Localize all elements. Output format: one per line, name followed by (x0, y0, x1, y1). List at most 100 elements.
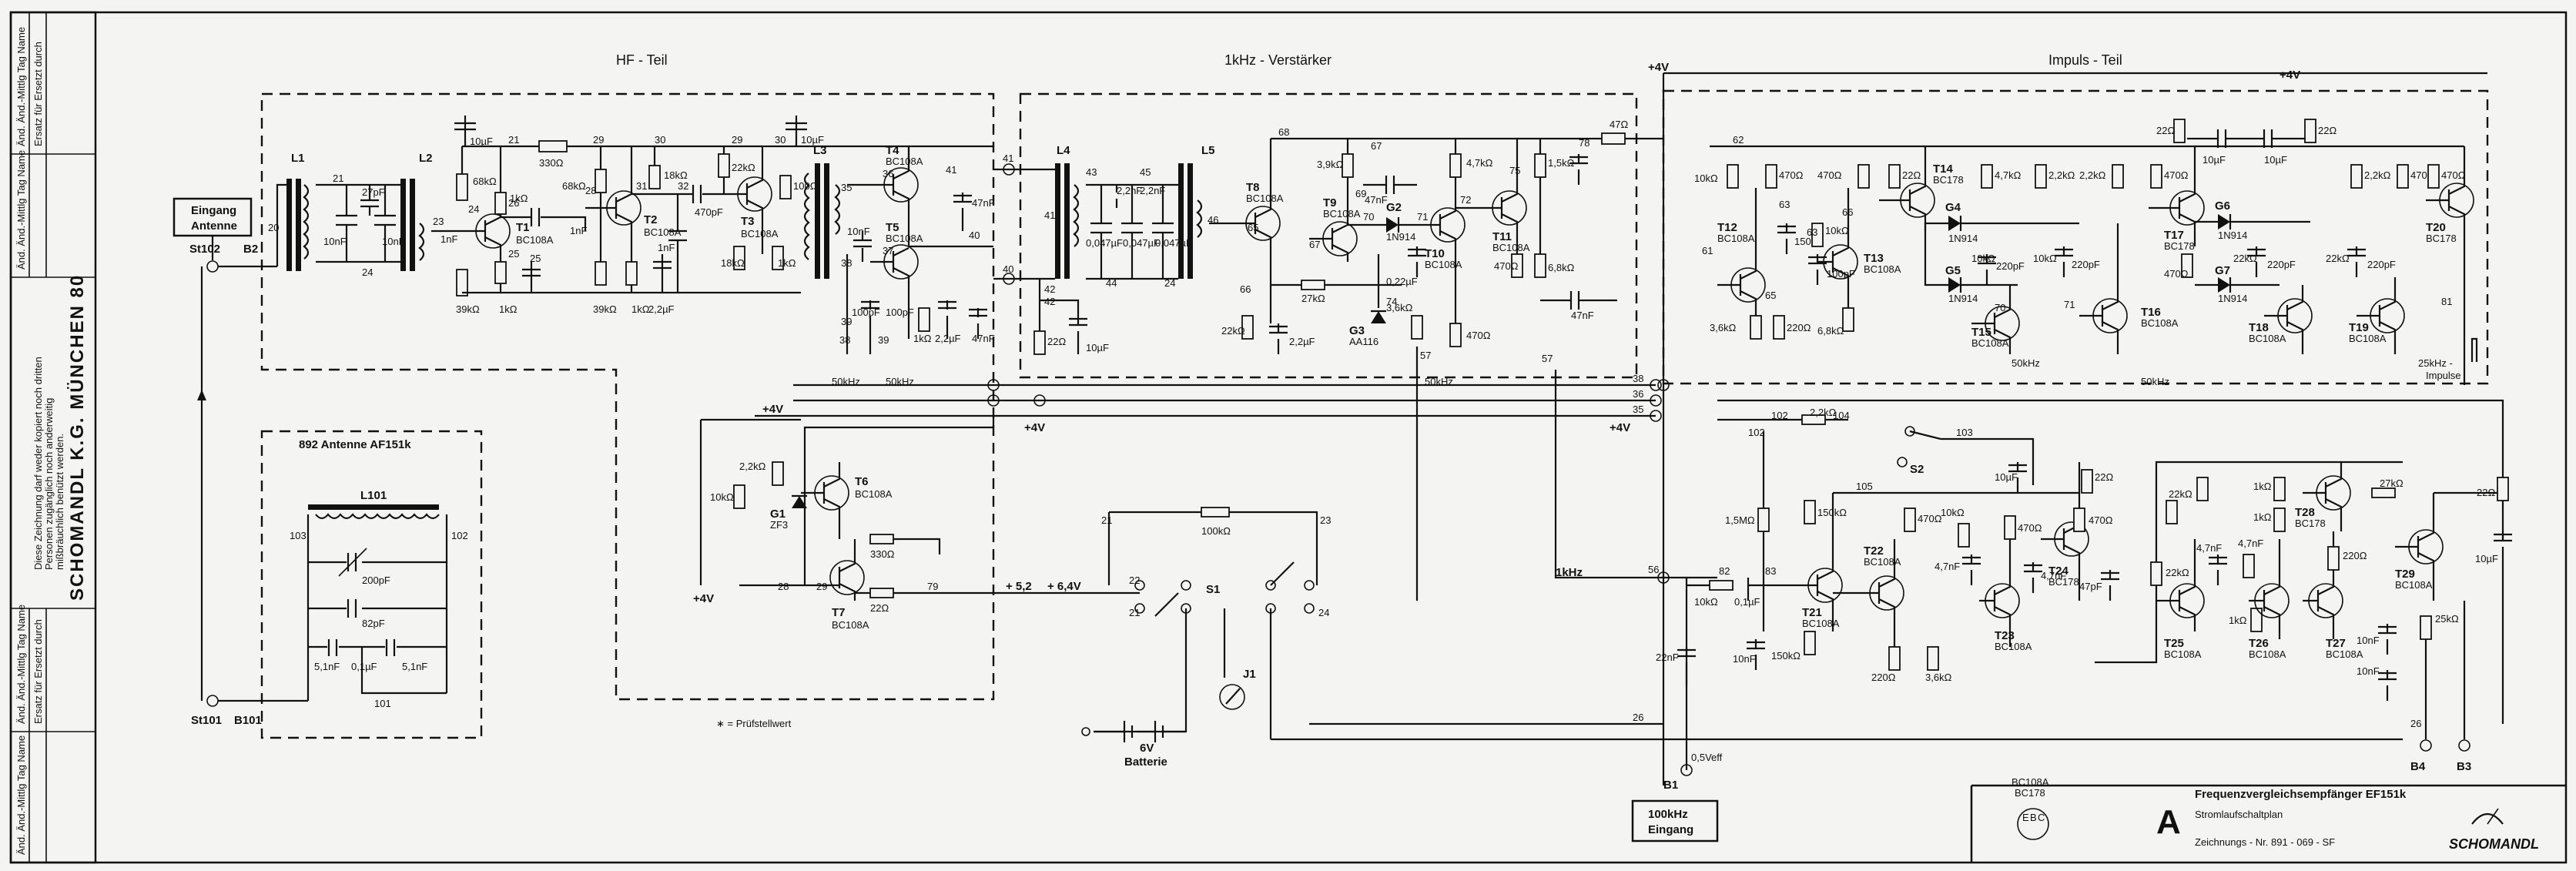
svg-text:38: 38 (839, 334, 850, 346)
svg-text:26: 26 (2410, 718, 2421, 729)
svg-text:1kΩ: 1kΩ (778, 257, 796, 269)
svg-text:T14: T14 (1933, 162, 1954, 176)
svg-text:BC108A: BC108A (886, 233, 923, 244)
svg-text:39kΩ: 39kΩ (593, 303, 617, 315)
svg-text:23: 23 (433, 216, 444, 227)
svg-text:22Ω: 22Ω (1902, 169, 1921, 181)
svg-text:2,2kΩ: 2,2kΩ (2079, 169, 2106, 181)
svg-text:L3: L3 (813, 144, 827, 157)
svg-text:23: 23 (1320, 514, 1331, 526)
svg-text:10µF: 10µF (2202, 154, 2226, 166)
svg-text:104: 104 (1833, 410, 1850, 421)
svg-text:B4: B4 (2410, 760, 2426, 773)
svg-text:BC108A: BC108A (1802, 618, 1840, 629)
svg-text:T13: T13 (1864, 252, 1884, 265)
svg-text:BC108A: BC108A (1995, 641, 2032, 652)
svg-text:22kΩ: 22kΩ (1221, 325, 1245, 337)
svg-text:470Ω: 470Ω (1466, 330, 1491, 341)
svg-text:1kΩ: 1kΩ (913, 333, 932, 344)
svg-text:2,2kΩ: 2,2kΩ (739, 461, 766, 472)
rev-sub-1: Ersatz für Ersetzt durch (32, 42, 44, 146)
svg-text:39: 39 (878, 334, 889, 346)
svg-text:24: 24 (468, 203, 479, 215)
svg-text:82: 82 (1719, 565, 1730, 577)
svg-text:BC108A: BC108A (1971, 337, 2009, 349)
svg-text:BC108A: BC108A (1425, 259, 1462, 270)
svg-text:470pF: 470pF (695, 206, 723, 218)
khz-amplifier-circuit: 41 40 L4 41 42 0,047µF 0,047µF 0,047µF 2… (993, 119, 1663, 387)
st102-label: St102 (189, 243, 220, 256)
svg-text:BC108A: BC108A (1323, 208, 1361, 219)
svg-text:ZF3: ZF3 (770, 519, 788, 531)
svg-text:1N914: 1N914 (1386, 231, 1415, 243)
svg-text:220Ω: 220Ω (1871, 672, 1896, 683)
svg-text:71: 71 (1417, 211, 1428, 223)
svg-text:3,6kΩ: 3,6kΩ (1710, 322, 1737, 333)
svg-text:0,1µF: 0,1µF (1734, 596, 1760, 608)
svg-text:22Ω: 22Ω (2156, 125, 2175, 136)
svg-text:0,047µF: 0,047µF (1086, 237, 1123, 249)
svg-text:A: A (2156, 803, 2181, 841)
svg-text:63: 63 (1807, 226, 1817, 238)
svg-text:40: 40 (969, 229, 980, 241)
svg-text:220Ω: 220Ω (2343, 550, 2367, 561)
notice-line-1: Diese Zeichnung darf weder kopiert noch … (32, 357, 44, 570)
svg-text:105: 105 (1856, 481, 1873, 492)
svg-text:1kΩ: 1kΩ (2253, 511, 2272, 523)
svg-text:83: 83 (1765, 565, 1776, 577)
svg-text:S1: S1 (1206, 583, 1220, 596)
svg-text:47nF: 47nF (1571, 310, 1594, 321)
svg-text:36: 36 (1633, 388, 1643, 400)
svg-text:100Ω: 100Ω (793, 180, 818, 192)
svg-text:32: 32 (678, 180, 688, 192)
svg-text:L5: L5 (1201, 144, 1215, 157)
svg-text:65: 65 (1765, 290, 1776, 301)
svg-text:330Ω: 330Ω (539, 157, 564, 169)
switch-s1-circuit: 100kΩ 21 23 S1 22 21 24 J1 6V Batterie (1081, 507, 1331, 769)
svg-text:2,2kΩ: 2,2kΩ (2364, 169, 2391, 181)
svg-text:22kΩ: 22kΩ (2326, 253, 2350, 264)
notice-line-2: Personen zugänglich noch anderweitig (43, 398, 55, 570)
svg-text:T3: T3 (741, 215, 755, 228)
svg-text:10nF: 10nF (2357, 635, 2380, 646)
svg-text:10kΩ: 10kΩ (1694, 596, 1718, 608)
svg-text:0,22µF: 0,22µF (1386, 276, 1418, 287)
svg-text:T20: T20 (2426, 221, 2446, 234)
svg-text:470Ω: 470Ω (2164, 169, 2189, 181)
svg-text:1N914: 1N914 (1948, 233, 1978, 244)
svg-text:28: 28 (778, 581, 789, 592)
svg-text:T26: T26 (2249, 637, 2269, 650)
notice-line-3: mißbräuchlich benützt werden. (54, 434, 65, 570)
svg-text:B1: B1 (1663, 779, 1678, 792)
company-name: SCHOMANDL K.G. MÜNCHEN 80 (67, 274, 88, 601)
svg-text:330Ω: 330Ω (870, 548, 895, 560)
svg-text:5,1nF: 5,1nF (314, 661, 340, 672)
svg-text:B: B (2030, 812, 2037, 823)
svg-text:22kΩ: 22kΩ (2166, 567, 2189, 578)
svg-text:65: 65 (1248, 222, 1258, 233)
section-title-impuls: Impuls - Teil (2048, 52, 2122, 68)
svg-text:56: 56 (1648, 564, 1659, 575)
section-title-hf: HF - Teil (616, 52, 668, 68)
svg-text:470Ω: 470Ω (1779, 169, 1804, 181)
rev-header-4: Änd. Änd.-Mittlg Tag Name (15, 735, 27, 855)
svg-text:31: 31 (636, 180, 647, 192)
svg-text:10kΩ: 10kΩ (2033, 253, 2057, 264)
svg-text:22kΩ: 22kΩ (2169, 488, 2192, 500)
svg-text:43: 43 (1086, 166, 1097, 178)
svg-text:T15: T15 (1971, 326, 1991, 339)
svg-text:220pF: 220pF (1996, 260, 2025, 272)
svg-text:BC108A: BC108A (1717, 233, 1755, 244)
svg-text:+4V: +4V (2280, 69, 2300, 82)
svg-text:T11: T11 (1492, 230, 1512, 243)
svg-text:470Ω: 470Ω (1494, 260, 1519, 272)
antenne-module-title: 892 Antenne AF151k (299, 438, 411, 451)
svg-text:25kHz -: 25kHz - (2418, 357, 2453, 369)
svg-text:470Ω: 470Ω (2164, 268, 2189, 280)
svg-text:Batterie: Batterie (1124, 755, 1167, 769)
svg-text:2,2µF: 2,2µF (935, 333, 961, 344)
svg-text:30: 30 (655, 134, 665, 146)
svg-text:103: 103 (1956, 427, 1973, 438)
svg-text:10µF: 10µF (1086, 342, 1109, 353)
svg-text:+4V: +4V (1024, 421, 1045, 434)
